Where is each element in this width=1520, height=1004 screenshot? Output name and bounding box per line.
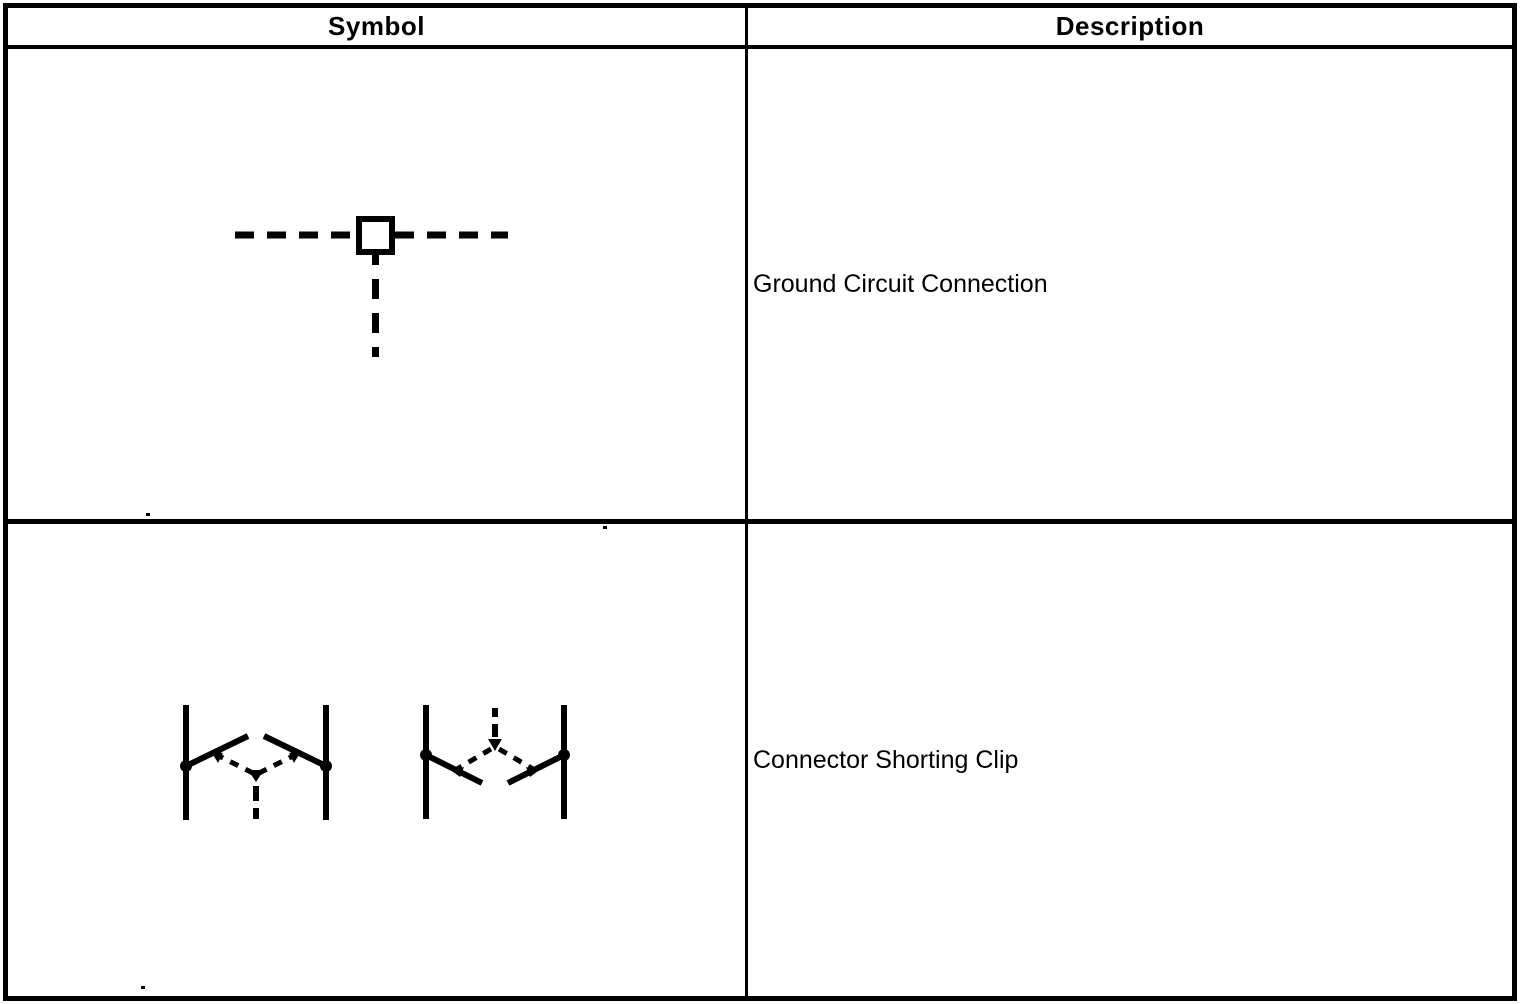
column-header-description-label: Description	[1055, 11, 1205, 41]
row-1-description: Ground Circuit Connection	[753, 269, 1048, 298]
stray-mark	[141, 986, 145, 989]
stray-mark	[146, 513, 150, 516]
column-header-description: Description	[748, 8, 1512, 49]
table-row-2-symbol-cell	[8, 524, 748, 996]
connector-shorting-clip-icons	[180, 705, 570, 820]
table-row-1-symbol-cell	[8, 49, 748, 524]
connector-shorting-clip-icon-left	[180, 705, 332, 820]
ground-circuit-connection-icon	[235, 216, 508, 357]
stray-mark	[603, 526, 607, 529]
symbol-legend-table: Symbol Description Ground Circuit Connec…	[3, 3, 1517, 1001]
table-row-2-description-cell: Connector Shorting Clip	[748, 524, 1512, 996]
column-header-symbol: Symbol	[8, 8, 748, 49]
column-header-symbol-label: Symbol	[328, 11, 425, 41]
row-2-description: Connector Shorting Clip	[753, 745, 1019, 774]
table-row-1-description-cell: Ground Circuit Connection	[748, 49, 1512, 524]
connector-shorting-clip-icon-right	[420, 705, 570, 819]
